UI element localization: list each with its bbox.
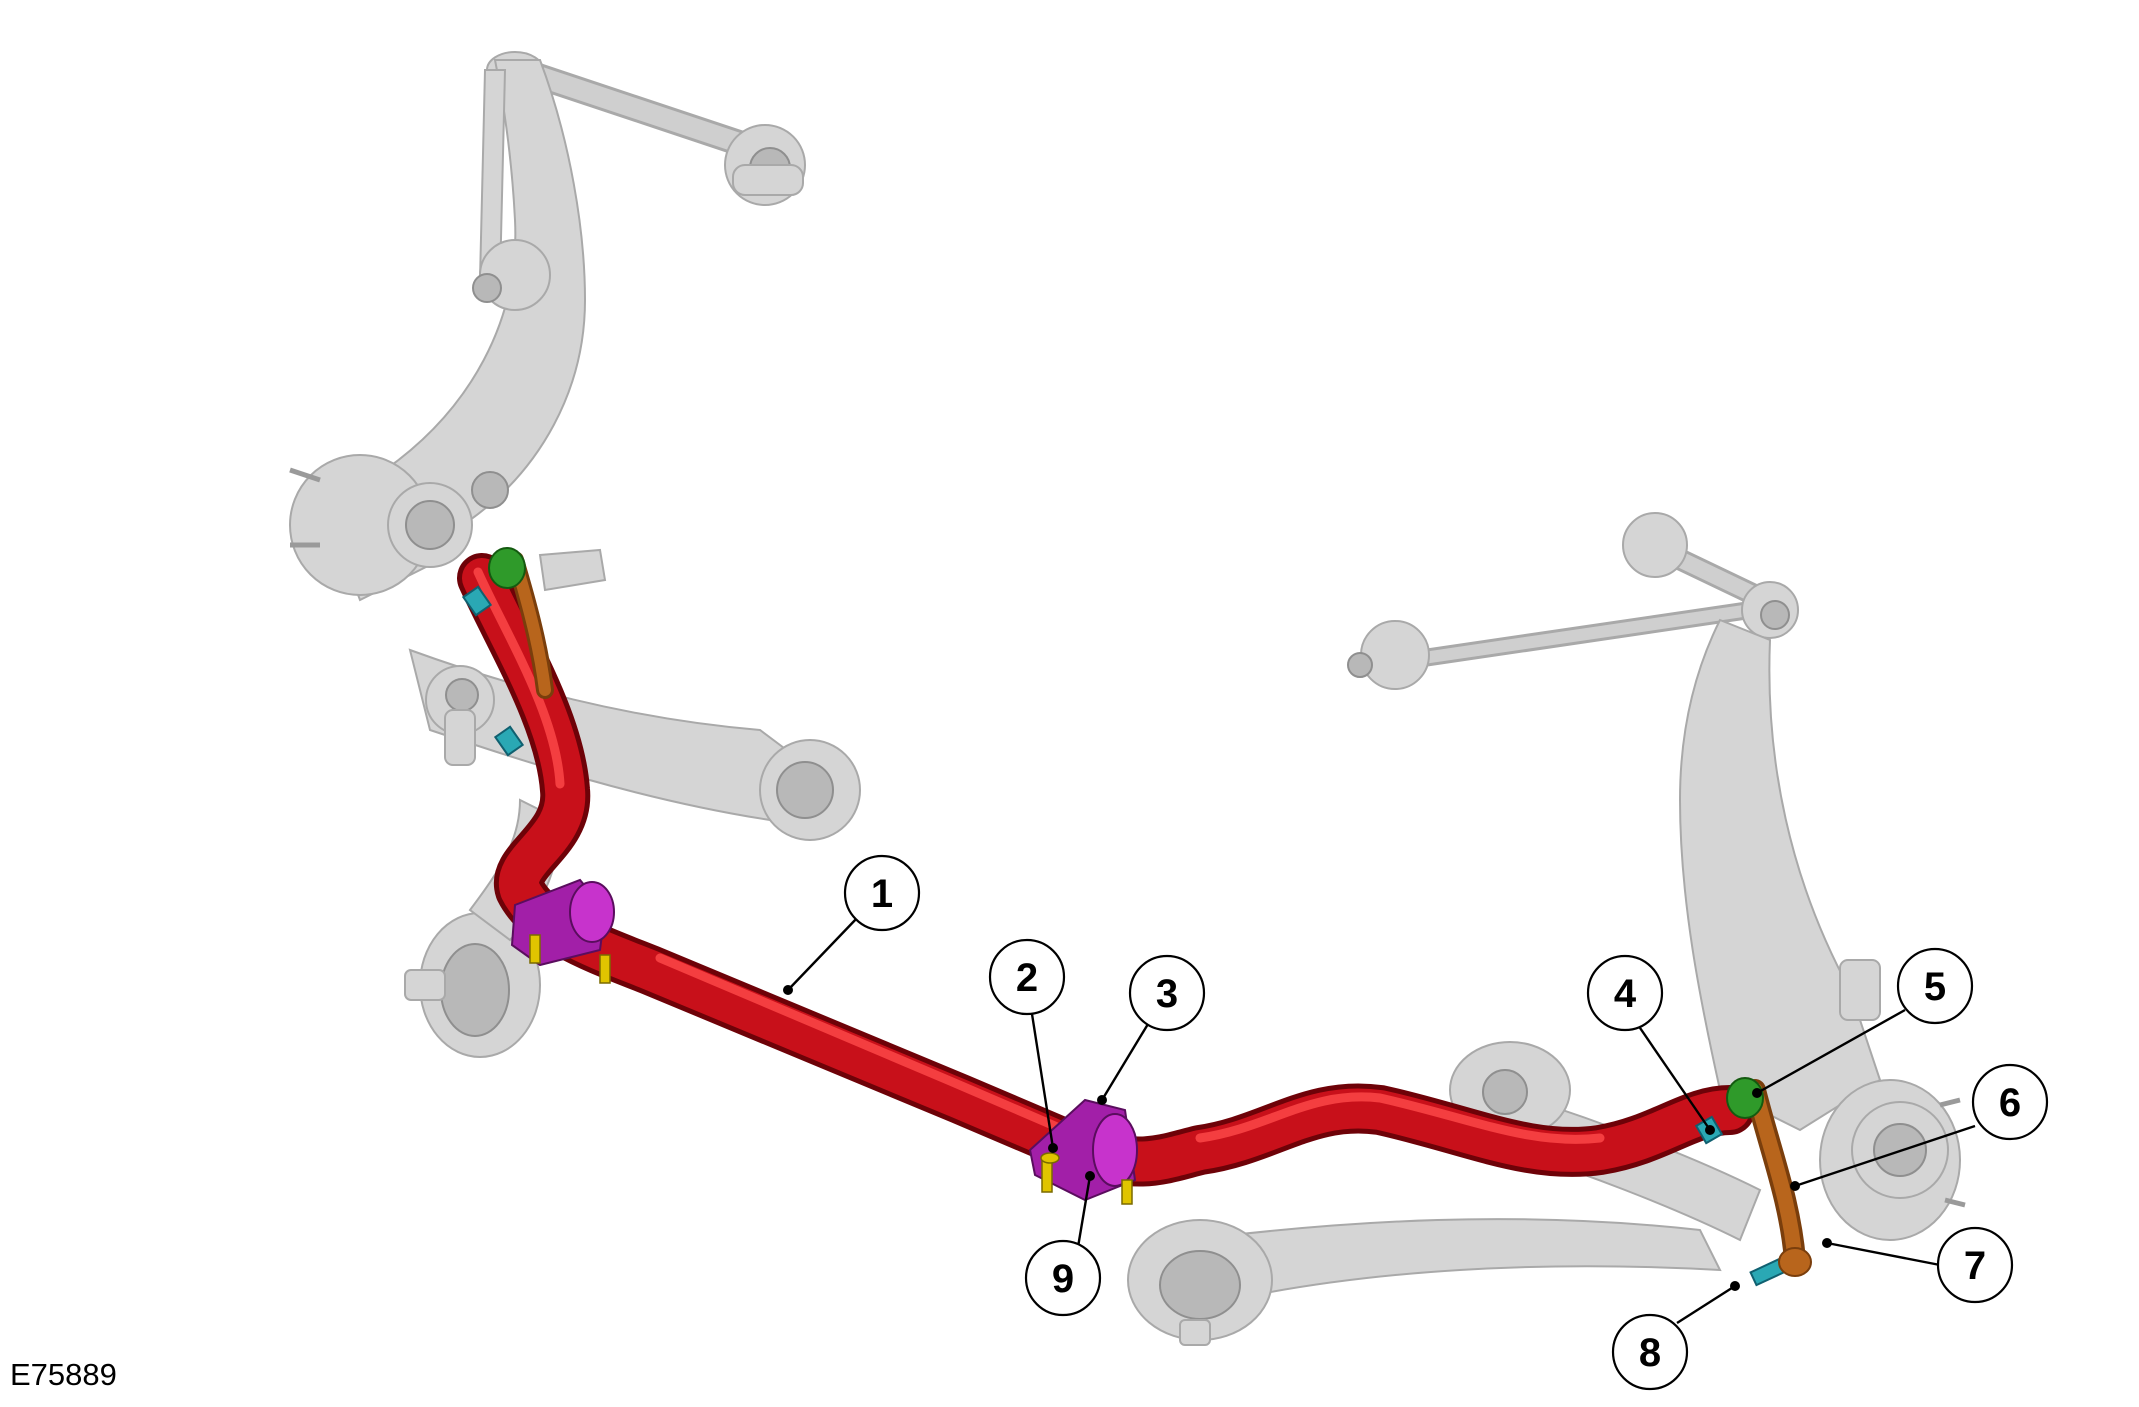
callout-8: 8	[1611, 1313, 1689, 1391]
right-suspension-assembly	[1127, 512, 1966, 1346]
callout-1: 1	[843, 854, 921, 932]
callout-2-label: 2	[1016, 956, 1038, 1000]
right-lower-control-arm-front	[1127, 1218, 1722, 1346]
callout-9: 9	[1024, 1239, 1102, 1317]
leader-lines	[783, 916, 1976, 1325]
right-knuckle	[1678, 618, 1966, 1241]
callout-9-label: 9	[1052, 1257, 1074, 1301]
callout-7-label: 7	[1964, 1244, 1986, 1288]
callout-4-label: 4	[1614, 972, 1637, 1016]
callout-1-label: 1	[871, 872, 893, 916]
callout-6-label: 6	[1999, 1081, 2021, 1125]
right-stabilizer-link	[1694, 1077, 1812, 1287]
stabilizer-bar	[457, 553, 1755, 1187]
left-stabilizer-link	[461, 547, 554, 757]
left-subframe-bushing	[404, 798, 562, 1058]
right-bushing-clamp	[1028, 1098, 1138, 1205]
left-bushing-clamp	[510, 878, 615, 984]
callout-5-label: 5	[1924, 965, 1946, 1009]
callout-3-label: 3	[1156, 972, 1178, 1016]
callout-5: 5	[1896, 947, 1974, 1025]
left-lower-control-arm	[408, 648, 861, 841]
callout-8-label: 8	[1639, 1331, 1661, 1375]
callout-3: 3	[1128, 954, 1206, 1032]
left-knuckle	[289, 59, 607, 602]
callout-2: 2	[988, 938, 1066, 1016]
right-upper-control-arm	[1347, 512, 1799, 690]
left-upper-control-arm	[486, 51, 806, 206]
callout-7: 7	[1936, 1226, 2014, 1304]
left-suspension-assembly	[289, 51, 861, 1058]
figure-id: E75889	[10, 1357, 117, 1392]
callout-4: 4	[1586, 954, 1664, 1032]
callout-6: 6	[1971, 1063, 2049, 1141]
